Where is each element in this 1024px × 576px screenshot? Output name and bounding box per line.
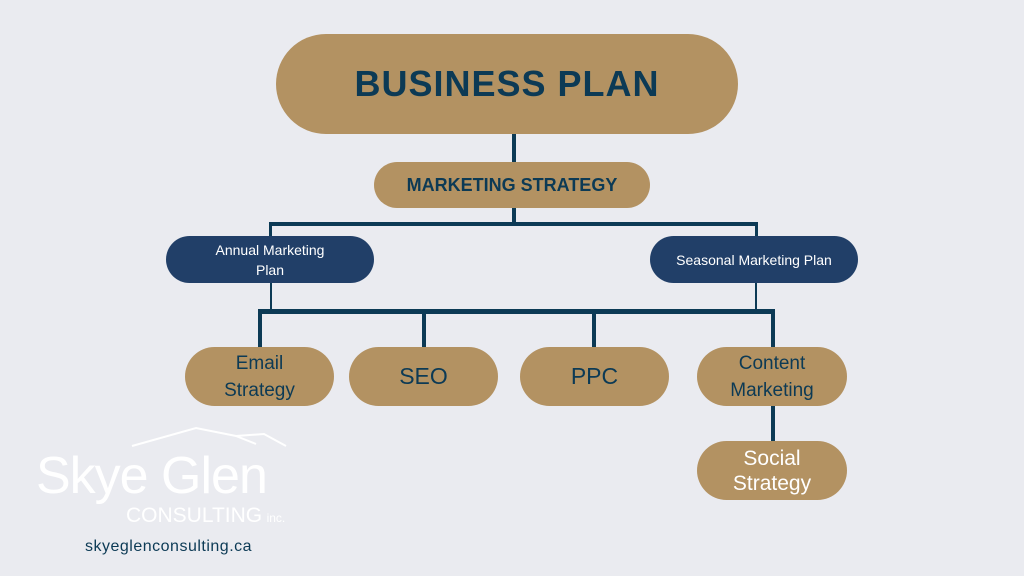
mountain-icon <box>131 426 287 447</box>
connector <box>771 309 775 348</box>
logo-name: Skye Glen <box>36 447 268 505</box>
connector <box>755 222 758 237</box>
connector <box>269 222 758 226</box>
connector <box>270 283 272 311</box>
marketing-strategy-node: MARKETING STRATEGY <box>374 162 650 208</box>
connector <box>512 208 516 224</box>
content-marketing-node: Content Marketing <box>697 347 847 406</box>
website-link[interactable]: skyeglenconsulting.ca <box>85 538 253 555</box>
connector <box>755 283 757 311</box>
logo-sub: CONSULTING <box>126 504 263 527</box>
connector <box>512 134 516 162</box>
connector <box>269 222 272 237</box>
email-strategy-node: Email Strategy <box>185 347 334 406</box>
connector <box>422 309 426 348</box>
ppc-node: PPC <box>520 347 669 406</box>
business-plan-node: BUSINESS PLAN <box>276 34 738 134</box>
connector <box>592 309 596 348</box>
connector <box>258 309 262 348</box>
social-strategy-node: Social Strategy <box>697 441 847 500</box>
logo: Skye Glen CONSULTING inc. <box>36 424 326 534</box>
logo-suffix: inc. <box>266 511 286 525</box>
seasonal-plan-node: Seasonal Marketing Plan <box>650 236 858 283</box>
annual-plan-node: Annual Marketing Plan <box>166 236 374 283</box>
seo-node: SEO <box>349 347 498 406</box>
connector <box>258 309 775 314</box>
connector <box>771 406 775 442</box>
